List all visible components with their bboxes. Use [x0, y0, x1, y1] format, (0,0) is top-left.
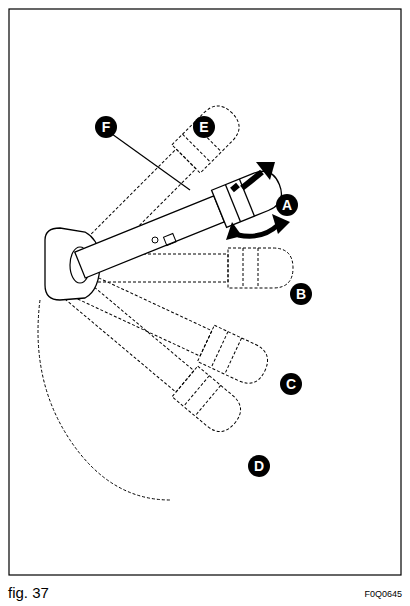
callout-letter: E: [193, 116, 215, 138]
callout-letter: D: [248, 455, 270, 477]
callout-letter: C: [280, 373, 302, 395]
callout-letter: B: [290, 283, 312, 305]
figure-number: fig. 37: [8, 584, 49, 601]
callout-letter: F: [95, 116, 117, 138]
figure-code: F0Q0645: [364, 589, 402, 599]
callout-letter: A: [276, 194, 298, 216]
